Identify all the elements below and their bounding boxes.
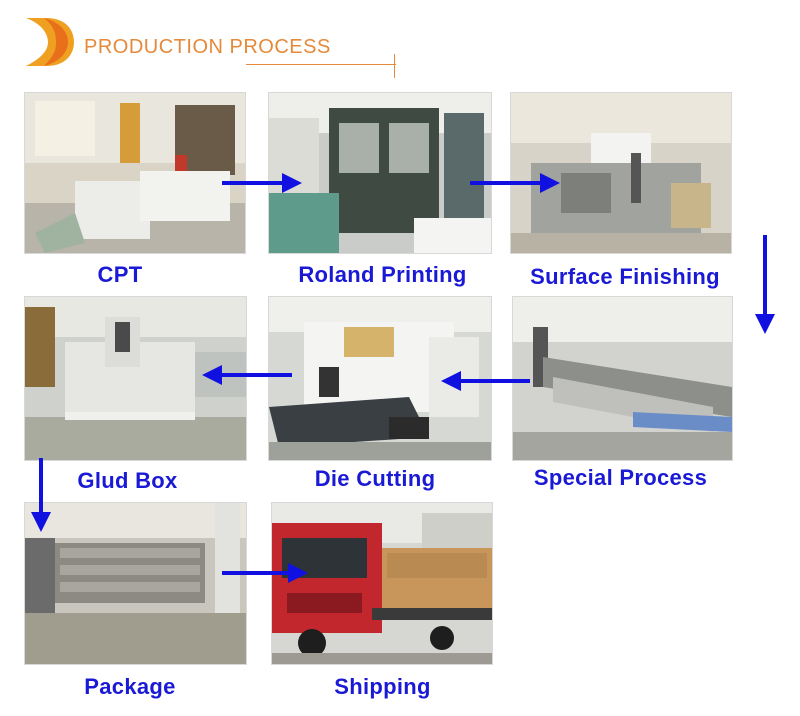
step-label-surface-finishing: Surface Finishing <box>505 264 745 290</box>
step-label-roland-printing: Roland Printing <box>265 262 500 288</box>
truck-loading-photo <box>272 503 492 664</box>
section-header: PRODUCTION PROCESS <box>24 14 384 70</box>
step-label-glud-box: Glud Box <box>25 468 230 494</box>
die-cutting-machine-photo <box>269 297 491 460</box>
page-title: PRODUCTION PROCESS <box>84 36 331 59</box>
folder-gluer-photo <box>25 297 246 460</box>
logo-icon <box>24 14 82 70</box>
step-label-cpt: CPT <box>25 262 215 288</box>
printing-press-photo <box>269 93 491 253</box>
header-tick <box>394 54 395 78</box>
warehouse-pallets-photo <box>25 503 246 664</box>
step-label-die-cutting: Die Cutting <box>280 466 470 492</box>
cpt-machine-photo <box>25 93 245 253</box>
coating-machine-photo <box>511 93 731 253</box>
laminating-line-photo <box>513 297 732 460</box>
header-rule <box>246 64 396 65</box>
step-label-shipping: Shipping <box>300 674 465 700</box>
step-label-special-process: Special Process <box>508 465 733 491</box>
step-label-package: Package <box>55 674 205 700</box>
